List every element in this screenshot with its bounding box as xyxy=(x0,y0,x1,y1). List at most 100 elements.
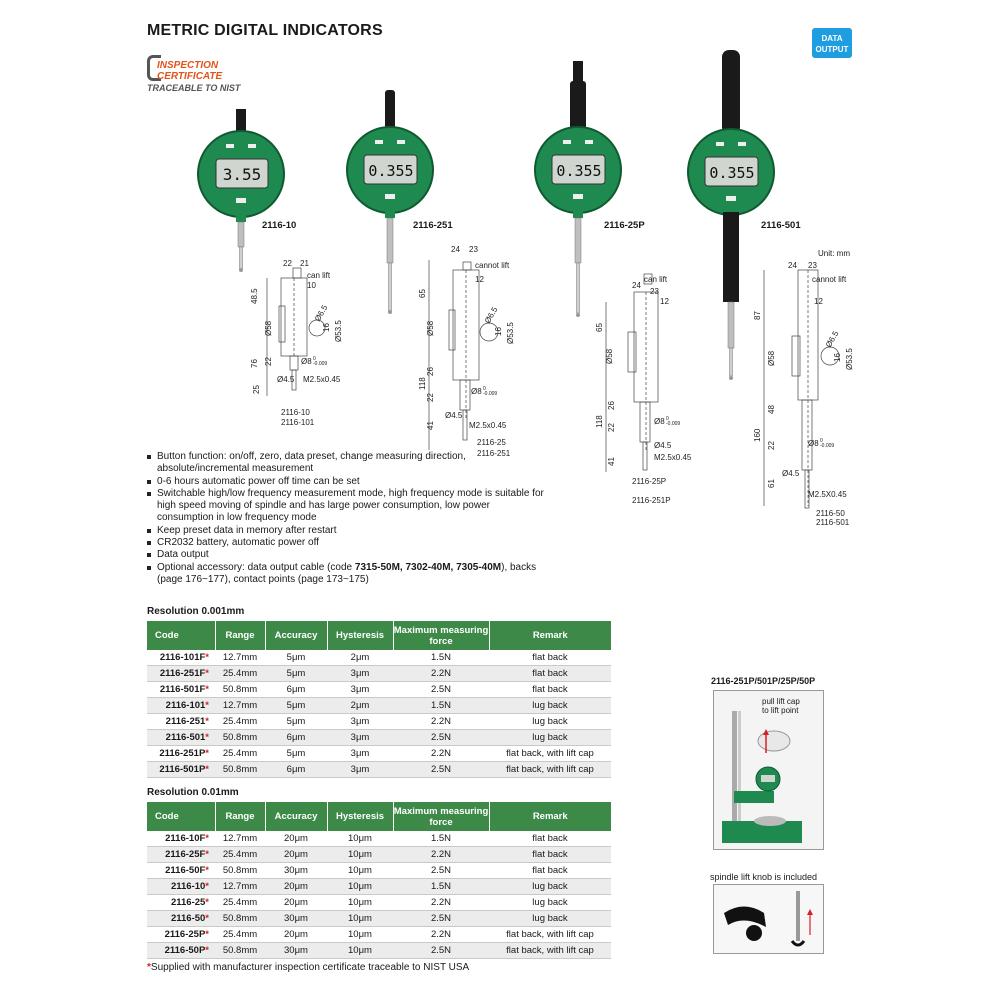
cell-code: 2116-251* xyxy=(147,713,215,731)
certificate-star: * xyxy=(205,849,209,861)
cell-remark: lug back xyxy=(489,910,611,928)
spec-table-001: Code Range Accuracy Hysteresis Maximum m… xyxy=(147,802,611,960)
svg-text:22: 22 xyxy=(426,393,435,402)
svg-text:41: 41 xyxy=(607,457,616,466)
cell-accuracy: 20μm xyxy=(265,894,327,912)
certificate-star: * xyxy=(205,668,209,680)
feature-accessory-codes: 7315-50M, 7302-40M, 7305-40M xyxy=(354,561,502,573)
svg-text:Ø53.5: Ø53.5 xyxy=(506,322,515,344)
data-output-badge: DATA OUTPUT xyxy=(812,28,852,58)
table-header-row: Code Range Accuracy Hysteresis Maximum m… xyxy=(147,621,611,650)
indicator-display-4: 0.355 xyxy=(709,164,754,182)
cell-accuracy: 6μm xyxy=(265,761,327,779)
certificate-star: * xyxy=(205,716,209,728)
cell-code: 2116-50P* xyxy=(147,942,215,960)
svg-text:2116-50: 2116-50 xyxy=(816,509,845,518)
code-text: 2116-251P xyxy=(159,748,206,760)
cell-max-force: 1.5N xyxy=(393,831,489,848)
model-label-2116-10: 2116-10 xyxy=(262,220,297,231)
svg-text:16: 16 xyxy=(494,327,503,336)
certificate-star: * xyxy=(205,748,209,760)
cell-hysteresis: 10μm xyxy=(327,831,393,848)
certificate-star: * xyxy=(205,764,209,776)
lift-knob-photo xyxy=(713,884,824,954)
dimension-drawing-2116-25P: can lift 24 23 12 65 Ø58 118 26 22 Ø8 0 … xyxy=(595,273,692,486)
cell-hysteresis: 10μm xyxy=(327,846,393,864)
svg-text:41: 41 xyxy=(426,421,435,430)
cell-range: 25.4mm xyxy=(215,894,265,912)
svg-text:M2.5X0.45: M2.5X0.45 xyxy=(808,490,847,499)
svg-text:61: 61 xyxy=(767,479,776,488)
svg-text:16: 16 xyxy=(322,323,331,332)
cell-range: 50.8mm xyxy=(215,910,265,928)
svg-text:Ø4.5: Ø4.5 xyxy=(445,411,463,420)
col-header-remark: Remark xyxy=(489,802,611,831)
col-header-max-force: Maximum measuring force xyxy=(393,621,490,650)
cell-range: 50.8mm xyxy=(215,681,265,699)
svg-text:22: 22 xyxy=(283,259,292,268)
feature-item: Button function: on/off, zero, data pres… xyxy=(147,451,547,476)
svg-text:118: 118 xyxy=(595,415,604,428)
cell-hysteresis: 10μm xyxy=(327,910,393,928)
cell-range: 12.7mm xyxy=(215,831,265,848)
cell-hysteresis: 3μm xyxy=(327,729,393,747)
cell-accuracy: 5μm xyxy=(265,697,327,715)
svg-text:48: 48 xyxy=(767,405,776,414)
cell-range: 50.8mm xyxy=(215,761,265,779)
svg-text:Ø8: Ø8 xyxy=(301,357,312,366)
cell-range: 25.4mm xyxy=(215,665,265,683)
code-text: 2116-501P xyxy=(159,764,206,776)
cell-accuracy: 5μm xyxy=(265,665,327,683)
feature-item: Optional accessory: data output cable (c… xyxy=(147,562,547,587)
inspection-certificate-logo: INSPECTION CERTIFICATE TRACEABLE TO NIST xyxy=(147,55,267,95)
code-text: 2116-10 xyxy=(170,881,206,893)
cell-code: 2116-501P* xyxy=(147,761,215,779)
cell-remark: flat back, with lift cap xyxy=(489,745,611,763)
cell-hysteresis: 10μm xyxy=(327,926,393,944)
cell-remark: lug back xyxy=(489,697,611,715)
cell-range: 12.7mm xyxy=(215,650,265,667)
svg-text:24: 24 xyxy=(632,281,641,290)
svg-text:-0.009: -0.009 xyxy=(820,443,834,449)
svg-text:160: 160 xyxy=(753,428,762,442)
dimension-drawing-2116-501: 24 23 cannot lift 12 87 Ø58 Ø6.5 16 Ø53.… xyxy=(753,261,854,518)
svg-text:10: 10 xyxy=(307,281,316,290)
drawing-4-caption: 2116-501 xyxy=(816,518,850,527)
col-header-max-force: Maximum measuring force xyxy=(393,802,490,831)
feature-item: Data output xyxy=(147,549,547,561)
cell-code: 2116-50* xyxy=(147,910,215,928)
svg-text:M2.5x0.45: M2.5x0.45 xyxy=(469,421,507,430)
cell-hysteresis: 3μm xyxy=(327,713,393,731)
cell-remark: flat back xyxy=(489,862,611,880)
svg-text:23: 23 xyxy=(808,261,817,270)
feature-text: ), backs (page 176~177), contact points … xyxy=(157,561,537,585)
feature-item: Keep preset data in memory after restart xyxy=(147,525,547,537)
cell-hysteresis: 10μm xyxy=(327,878,393,896)
svg-text:0: 0 xyxy=(820,438,823,444)
cell-max-force: 2.2N xyxy=(393,926,489,944)
cell-accuracy: 5μm xyxy=(265,745,327,763)
unit-note: Unit: mm xyxy=(818,249,850,258)
cell-max-force: 1.5N xyxy=(393,697,489,715)
cell-remark: lug back xyxy=(489,729,611,747)
inset-note-line-1: pull lift cap xyxy=(762,697,800,706)
inset-title: 2116-251P/501P/25P/50P xyxy=(711,676,816,686)
svg-text:0: 0 xyxy=(666,416,669,422)
cell-hysteresis: 3μm xyxy=(327,681,393,699)
svg-text:Ø58: Ø58 xyxy=(426,320,435,336)
feature-text: Optional accessory: data output cable (c… xyxy=(157,561,355,573)
col-header-code: Code xyxy=(147,802,216,831)
cell-remark: lug back xyxy=(489,894,611,912)
cell-range: 25.4mm xyxy=(215,846,265,864)
svg-text:Ø4.5: Ø4.5 xyxy=(782,469,800,478)
svg-text:21: 21 xyxy=(300,259,309,268)
svg-text:can lift: can lift xyxy=(644,275,668,284)
svg-text:65: 65 xyxy=(595,323,604,332)
cell-accuracy: 20μm xyxy=(265,846,327,864)
code-text: 2116-50F xyxy=(165,865,206,877)
